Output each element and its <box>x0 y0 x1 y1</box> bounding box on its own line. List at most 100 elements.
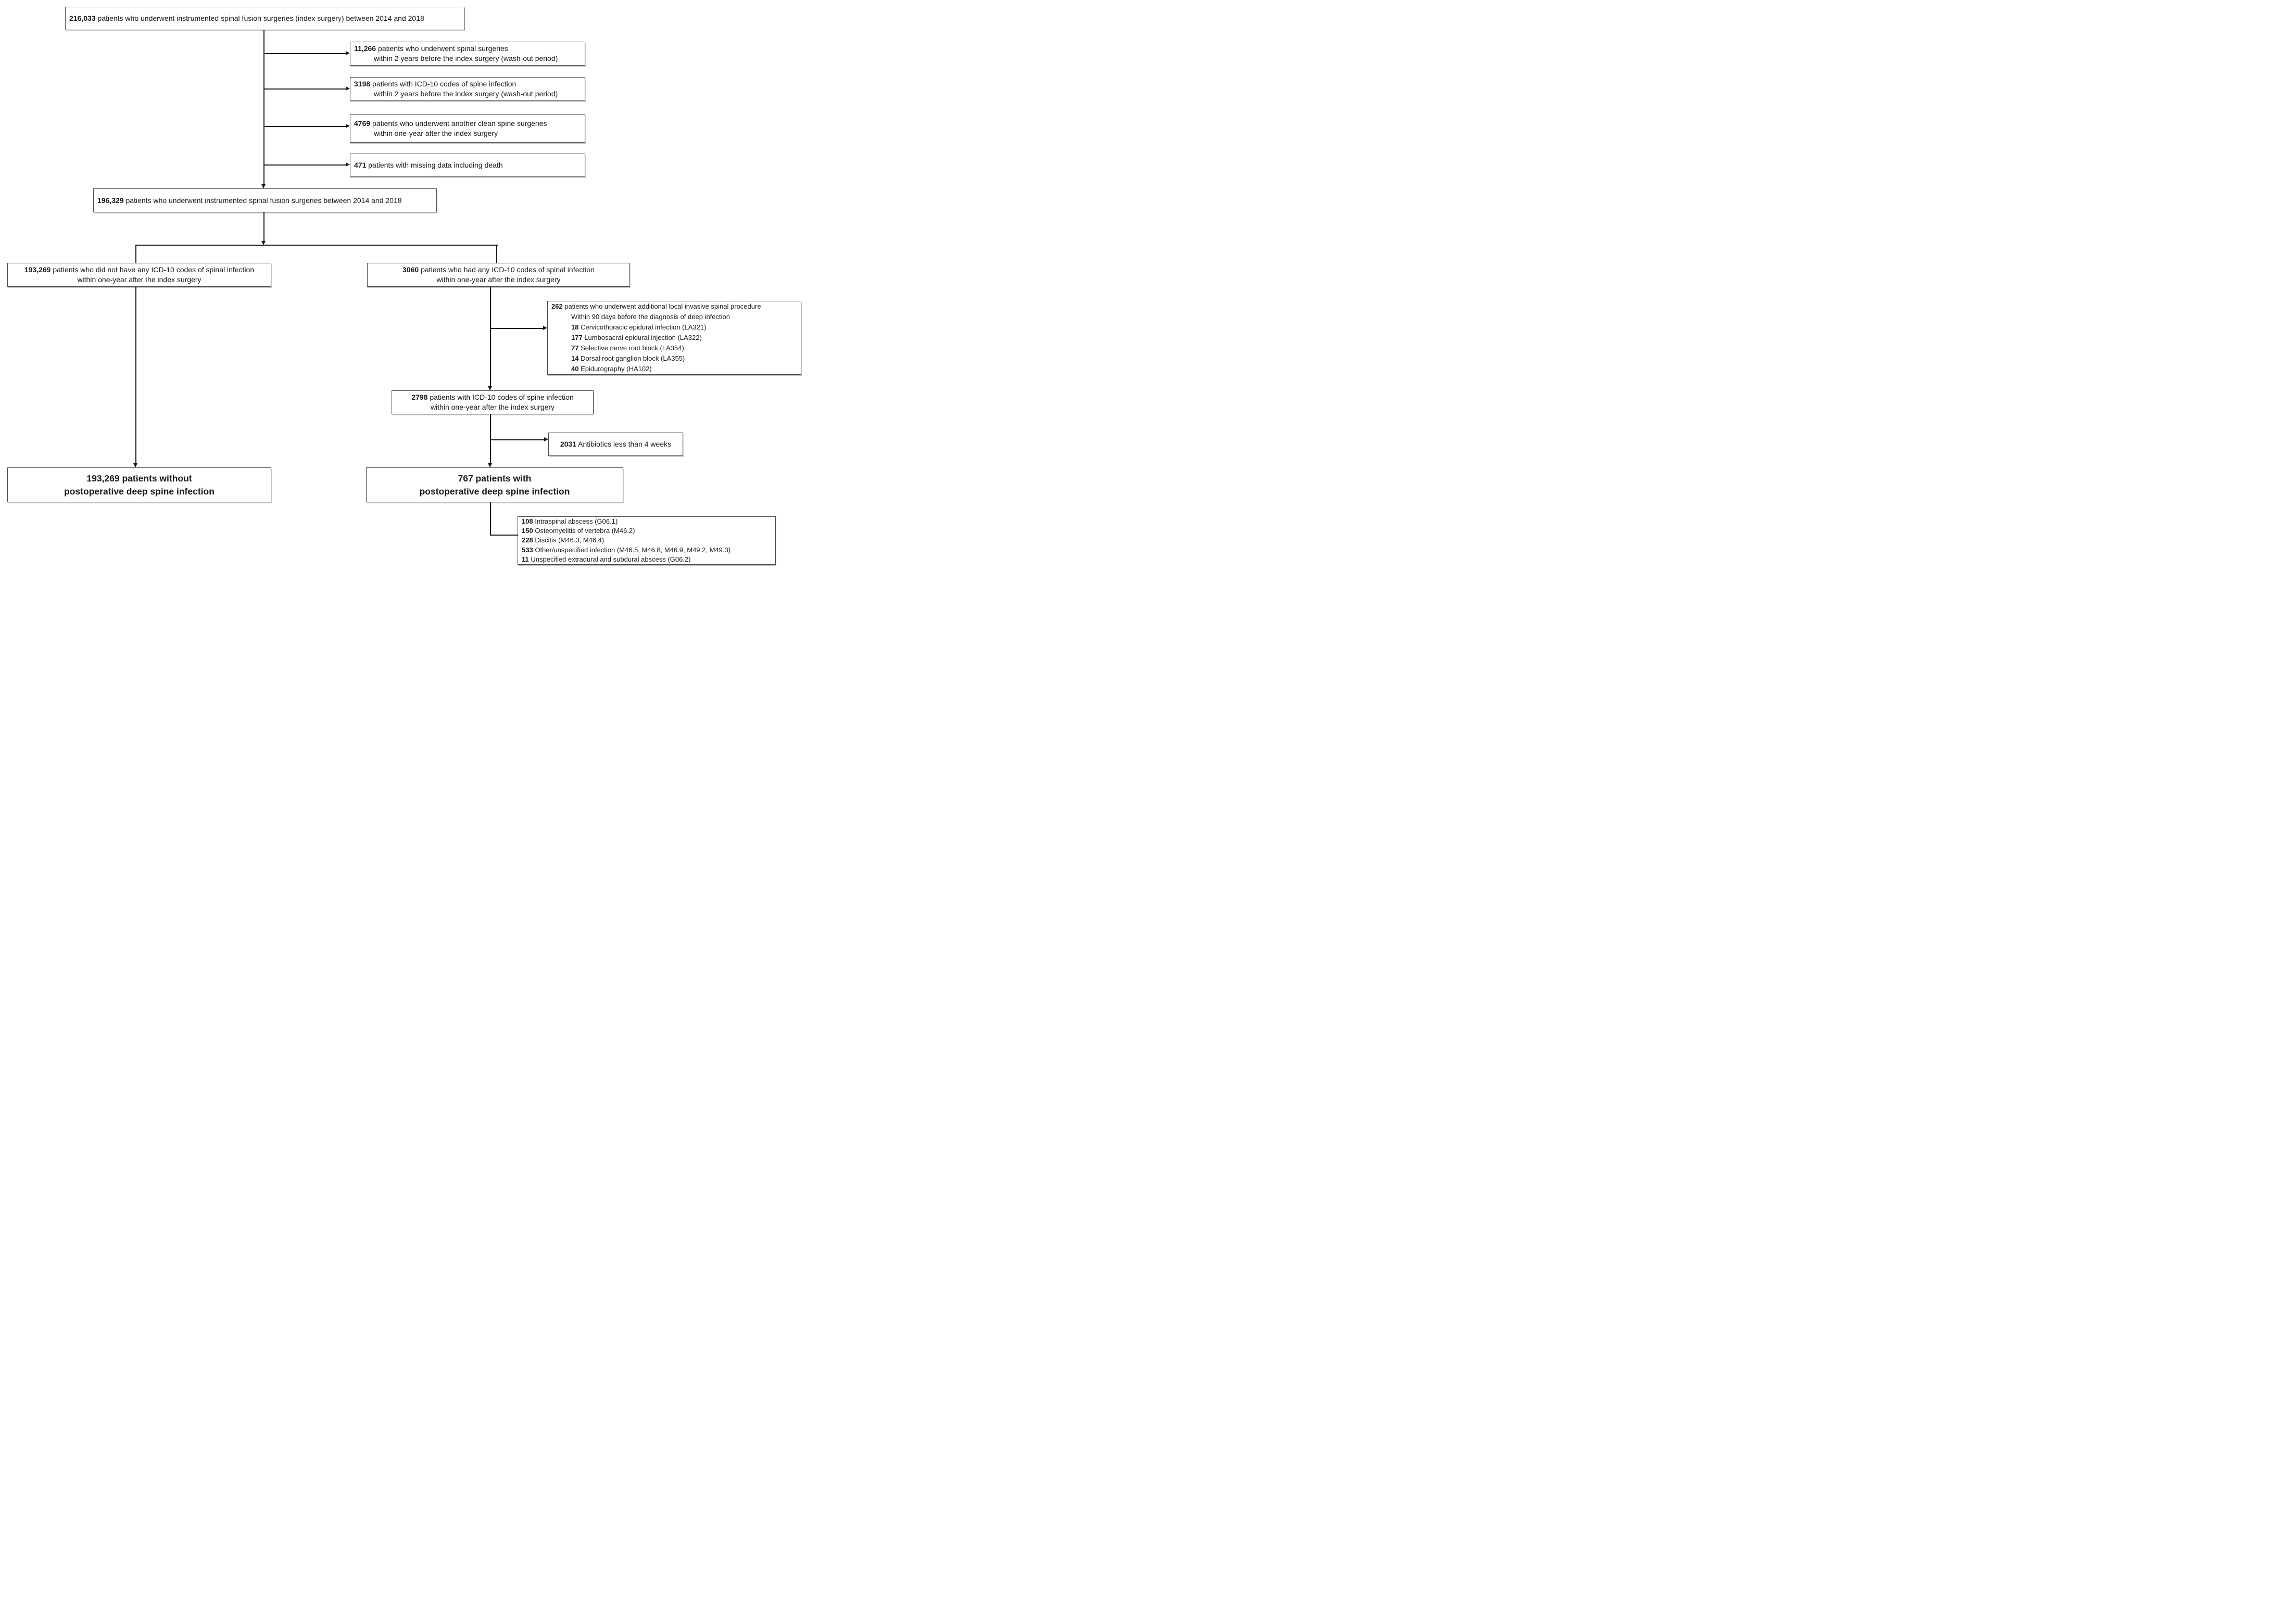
box-line: 18 Cervicothoracic epidural infection (L… <box>548 322 801 333</box>
line-text: patients with ICD-10 codes of spine infe… <box>427 393 574 401</box>
box-line: 14 Dorsal root ganglion block (LA355) <box>548 353 801 364</box>
connector-split-left-drop <box>135 245 136 263</box>
box-line: 4769 patients who underwent another clea… <box>350 119 585 129</box>
arrow-right-icon <box>543 326 547 330</box>
box-infection-type-breakdown: 108 Intraspinal abscess (G06.1) 150 Oste… <box>518 516 776 565</box>
line-text: patients with ICD-10 codes of spine infe… <box>370 80 516 88</box>
line-text: 767 patients with <box>458 473 532 484</box>
box-excluded-prior-spinal-surgeries: 11,266 patients who underwent spinal sur… <box>350 42 585 66</box>
line-text: within 2 years before the index surgery … <box>374 54 558 62</box>
line-text: within one-year after the index surgery <box>436 275 561 284</box>
line-number: 3060 <box>402 265 419 274</box>
box-line: 228 Discitis (M46.3, M46.4) <box>518 536 775 545</box>
flowchart-canvas: 216,033 patients who underwent instrumen… <box>0 0 802 568</box>
line-number: 3198 <box>354 80 371 88</box>
line-text: Antibiotics less than 4 weeks <box>576 440 672 448</box>
line-text: Intraspinal abscess (G06.1) <box>533 517 618 525</box>
box-line: 11,266 patients who underwent spinal sur… <box>350 44 585 54</box>
connector-elbow-horizontal <box>490 535 518 536</box>
line-text: Lumbosacral epidural injection (LA322) <box>582 334 702 341</box>
line-text: 193,269 patients without <box>86 473 192 484</box>
box-line: 193,269 patients without <box>8 472 271 485</box>
box-line: 193,269 patients who did not have any IC… <box>8 265 271 275</box>
line-number: 2031 <box>560 440 577 448</box>
arrow-right-icon <box>346 51 350 55</box>
box-excluded-other-clean-surgeries: 4769 patients who underwent another clea… <box>350 114 585 143</box>
box-line: within one-year after the index surgery <box>8 275 271 285</box>
box-line: 262 patients who underwent additional lo… <box>548 301 801 312</box>
line-text: Cervicothoracic epidural infection (LA32… <box>578 323 707 331</box>
arrow-right-icon <box>346 86 350 91</box>
line-text: patients who underwent spinal surgeries <box>376 44 508 53</box>
line-text: within one-year after the index surgery <box>430 403 555 411</box>
box-excluded-missing-data: 471 patients with missing data including… <box>350 154 585 177</box>
arrow-down-icon <box>488 386 492 390</box>
line-text: patients who underwent additional local … <box>562 302 761 310</box>
line-number: 4769 <box>354 119 371 128</box>
box-line: 767 patients with <box>367 472 623 485</box>
box-invasive-procedures: 262 patients who underwent additional lo… <box>547 301 801 375</box>
line-number: 193,269 <box>24 265 51 274</box>
line-text: Other/unspecified infection (M46.5, M46.… <box>533 545 731 554</box>
line-number: 11 <box>522 555 529 563</box>
box-line: within 2 years before the index surgery … <box>350 89 585 99</box>
line-number: 2798 <box>411 393 428 401</box>
line-number: 262 <box>551 302 563 310</box>
connector-right-branch-down-1 <box>490 287 491 387</box>
line-text: Selective nerve root block (LA354) <box>578 344 684 352</box>
connector-split-right-drop <box>496 245 497 263</box>
line-text: Unspecified extradural and subdural absc… <box>528 555 691 563</box>
line-text: within one-year after the index surgery <box>77 275 201 284</box>
line-number: 216,033 <box>69 14 96 22</box>
connector-exclusion-2 <box>264 88 346 90</box>
line-number: 18 <box>571 323 579 331</box>
box-excluded-prior-spine-infection: 3198 patients with ICD-10 codes of spine… <box>350 77 585 101</box>
arrow-down-icon <box>261 184 266 188</box>
line-number: 228 <box>522 536 533 544</box>
box-line: 3060 patients who had any ICD-10 codes o… <box>368 265 629 275</box>
connector-to-invasive-box <box>490 328 544 329</box>
box-line: 2798 patients with ICD-10 codes of spine… <box>392 392 593 402</box>
line-text: Discitis (M46.3, M46.4) <box>533 536 604 544</box>
line-number: 196,329 <box>97 196 124 205</box>
box-line: postoperative deep spine infection <box>8 485 271 498</box>
box-line: 150 Osteomyelitis of vertebra (M46.2) <box>518 526 775 536</box>
line-number: 40 <box>571 365 579 373</box>
box-line: 216,033 patients who underwent instrumen… <box>66 14 464 23</box>
box-no-infection-codes: 193,269 patients who did not have any IC… <box>7 263 271 287</box>
box-line: Within 90 days before the diagnosis of d… <box>548 312 801 322</box>
connector-main-spine <box>263 30 264 185</box>
box-line: 40 Epidurography (HA102) <box>548 364 801 374</box>
arrow-right-icon <box>346 124 350 128</box>
line-number: 150 <box>522 527 533 535</box>
box-cohort-after-exclusions: 196,329 patients who underwent instrumen… <box>93 188 437 212</box>
box-line: within one-year after the index surgery <box>392 402 593 412</box>
line-number: 108 <box>522 517 533 525</box>
line-text: within 2 years before the index surgery … <box>374 90 558 98</box>
line-number: 14 <box>571 354 579 362</box>
box-line: 196,329 patients who underwent instrumen… <box>94 196 436 206</box>
box-line: within 2 years before the index surgery … <box>350 54 585 64</box>
connector-to-antibiotics-box <box>490 439 545 440</box>
line-number: 11,266 <box>354 44 376 53</box>
connector-exclusion-3 <box>264 126 346 127</box>
line-number: 471 <box>354 161 367 169</box>
box-infection-codes: 3060 patients who had any ICD-10 codes o… <box>367 263 630 287</box>
box-line: 533 Other/unspecified infection (M46.5, … <box>518 545 775 555</box>
line-text: postoperative deep spine infection <box>419 486 570 497</box>
box-line: 2031 Antibiotics less than 4 weeks <box>549 439 683 449</box>
connector-to-split <box>263 212 264 242</box>
line-text: patients who underwent instrumented spin… <box>95 14 424 22</box>
connector-left-branch-down <box>135 287 136 463</box>
line-text: patients who did not have any ICD-10 cod… <box>51 265 255 274</box>
line-text: patients who had any ICD-10 codes of spi… <box>419 265 595 274</box>
line-number: 177 <box>571 334 583 341</box>
connector-split-bar <box>136 245 498 246</box>
box-final-without-deep-infection: 193,269 patients without postoperative d… <box>7 467 271 502</box>
arrow-down-icon <box>488 463 492 467</box>
line-text: Dorsal root ganglion block (LA355) <box>578 354 685 362</box>
line-text: patients with missing data including dea… <box>366 161 503 169</box>
box-line: postoperative deep spine infection <box>367 485 623 498</box>
connector-right-branch-down-2 <box>490 414 491 464</box>
connector-exclusion-1 <box>264 53 346 54</box>
